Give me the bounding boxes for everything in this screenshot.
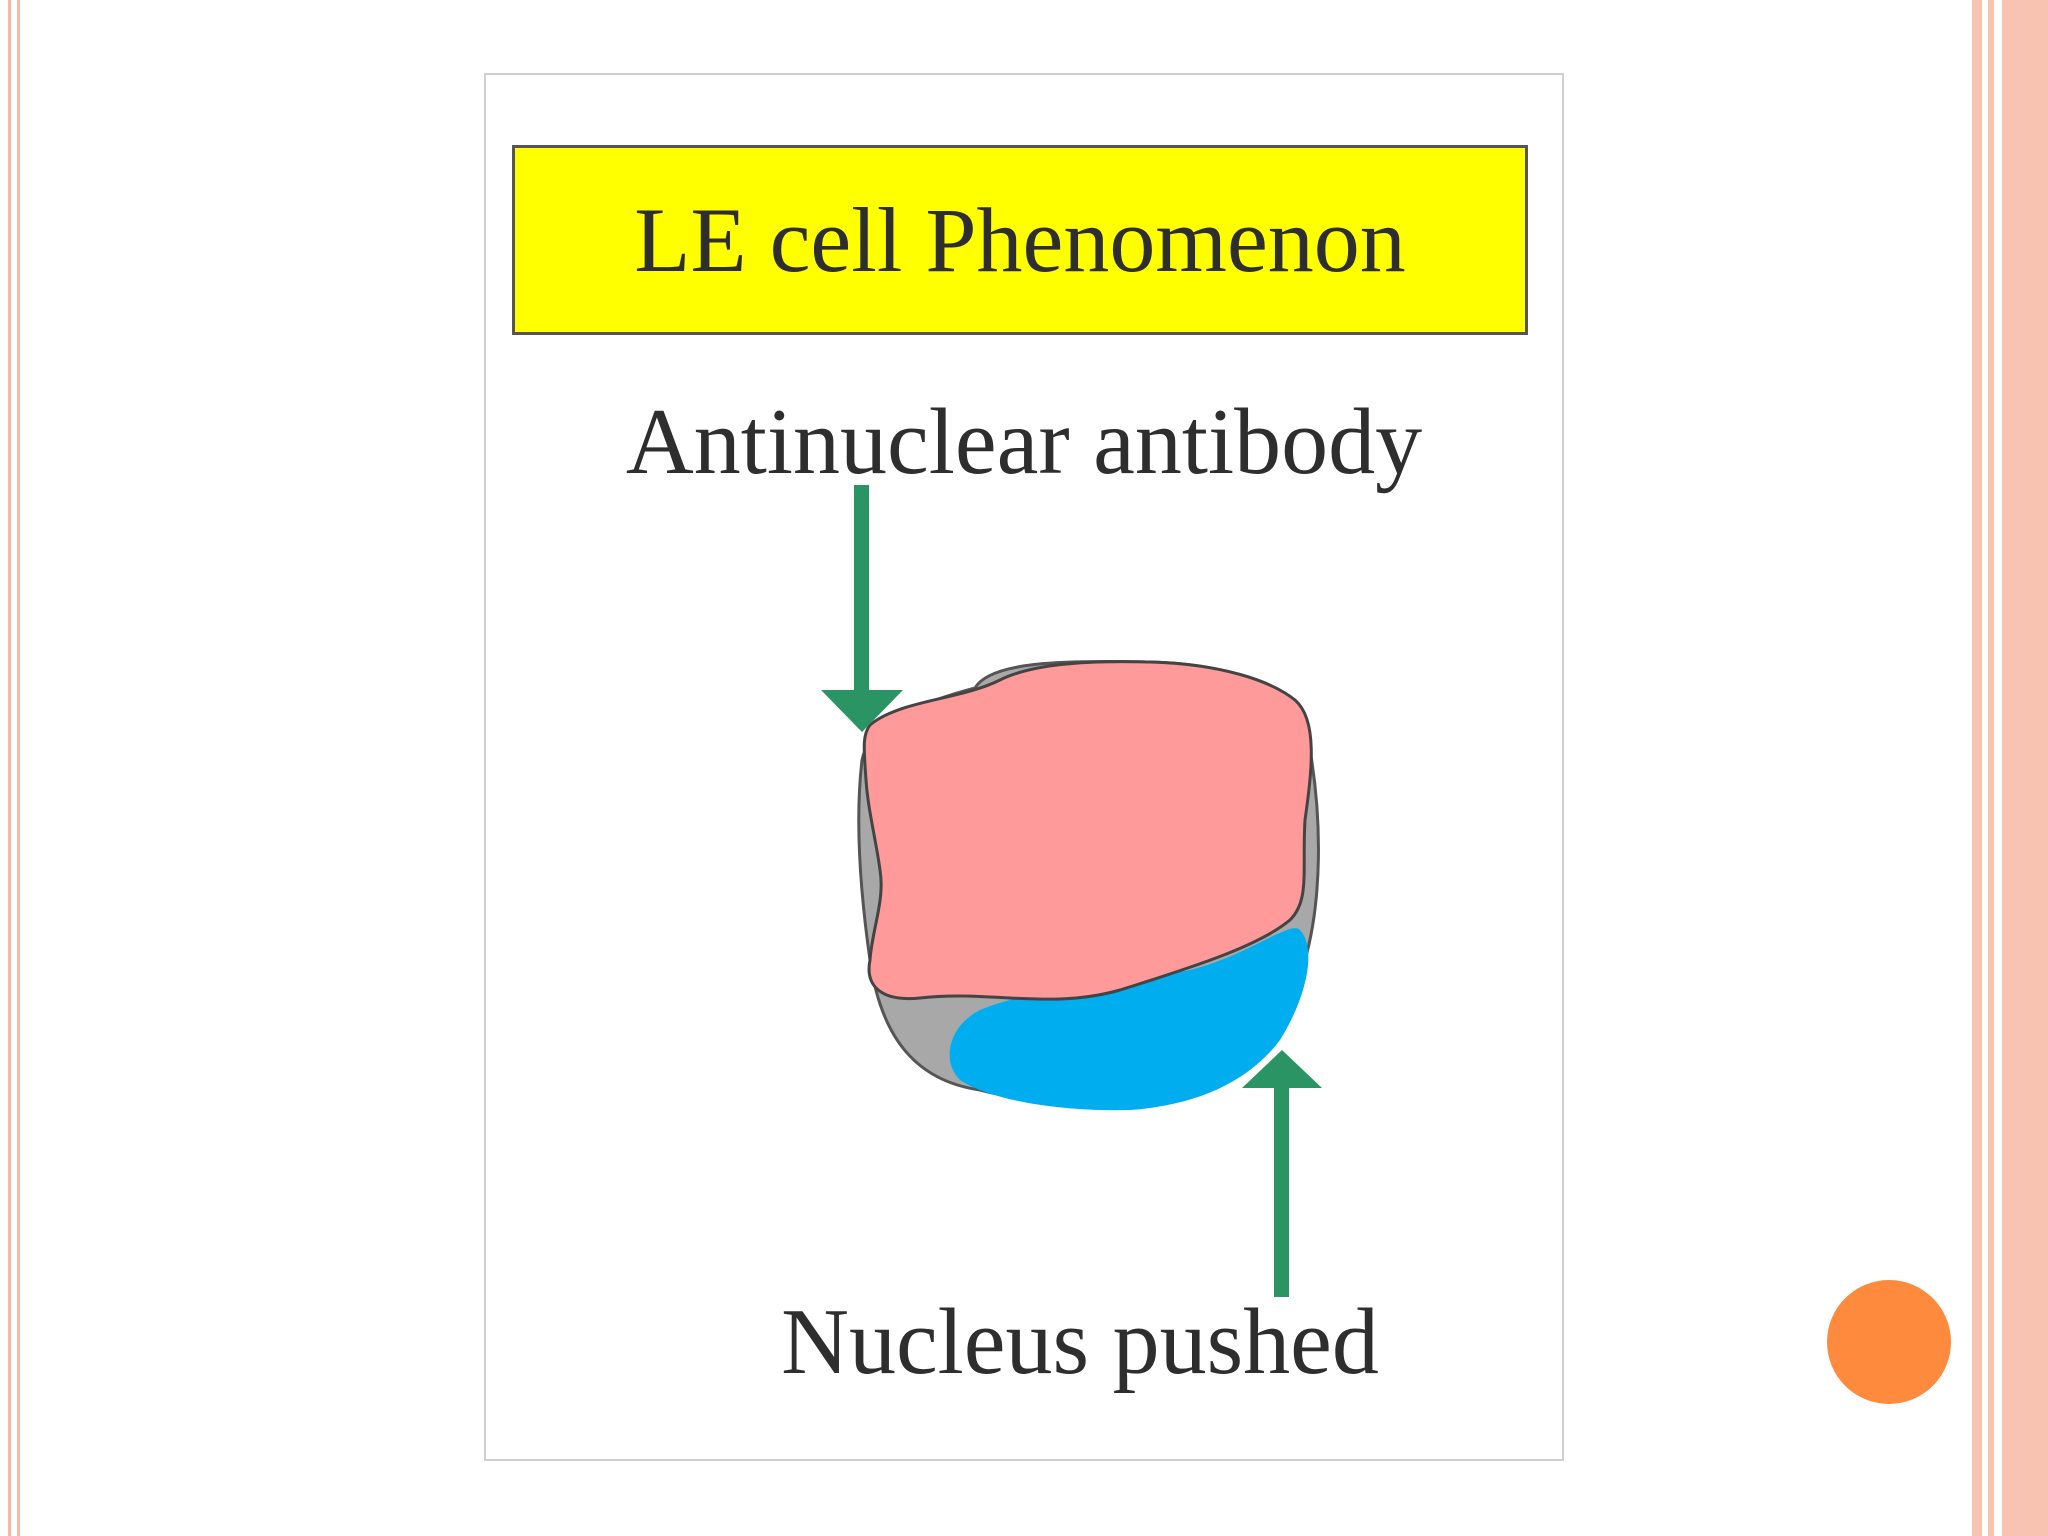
left-decorative-border: [8, 0, 20, 1536]
orange-circle-accent: [1827, 1280, 1951, 1404]
engulfed-material: [862, 660, 1313, 1001]
arrow-shaft-up: [1274, 1085, 1289, 1297]
border-stripe: [2002, 0, 2048, 1536]
title-box: LE cell Phenomenon: [512, 145, 1528, 335]
arrow-head-down: [821, 690, 903, 732]
right-decorative-border: [1958, 0, 2048, 1536]
label-nucleus-pushed: Nucleus pushed: [781, 1290, 1379, 1394]
figure-title: LE cell Phenomenon: [634, 189, 1406, 291]
border-stripe: [1972, 0, 1982, 1536]
arrow-head-up: [1242, 1050, 1322, 1088]
border-stripe: [1988, 0, 1994, 1536]
nucleus-pushed: [949, 928, 1309, 1111]
label-antinuclear-antibody: Antinuclear antibody: [625, 390, 1423, 494]
arrow-shaft-down: [854, 485, 869, 695]
